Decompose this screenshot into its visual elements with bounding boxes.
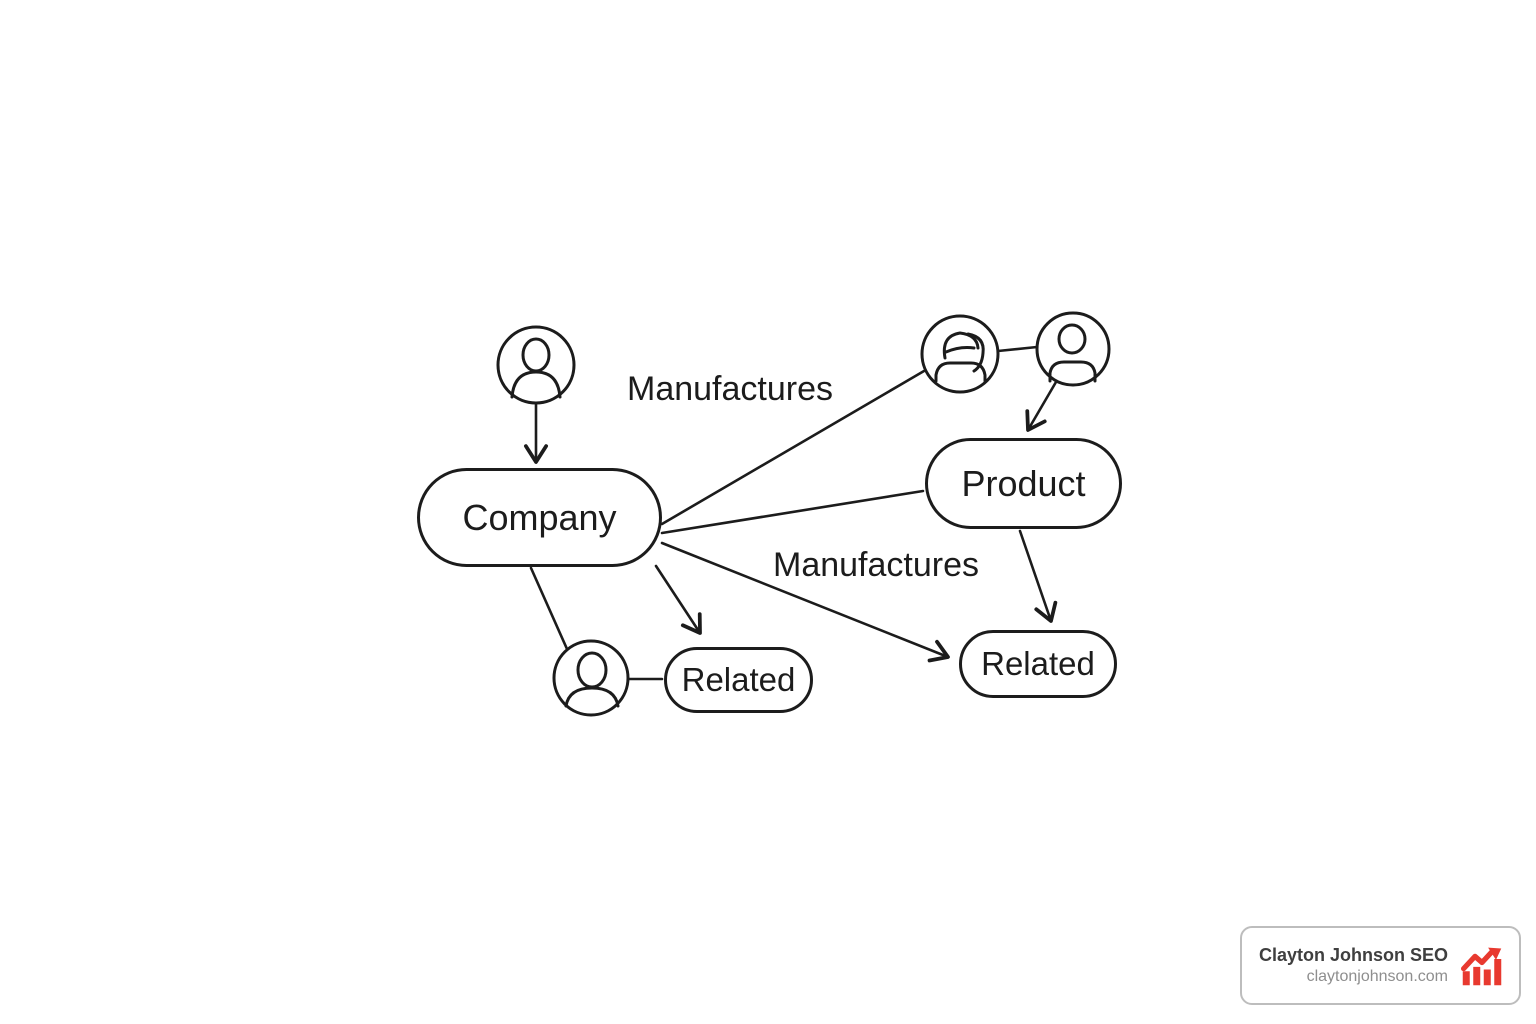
node-related-left: Related [664, 647, 813, 713]
trending-up-bars-icon [1461, 947, 1502, 985]
watermark-title: Clayton Johnson SEO [1258, 945, 1448, 966]
edge-label-manufactures-bottom: Manufactures [773, 545, 979, 584]
edge-person-to-product-arrow [1025, 380, 1058, 432]
edge-product-to-related-right-arrow [1018, 529, 1058, 623]
edge-company-to-headset-person [660, 369, 926, 526]
person-headset-icon [920, 314, 1000, 394]
node-related-left-label: Related [681, 661, 796, 698]
edge-label-manufactures-top: Manufactures [627, 369, 833, 408]
node-related-right: Related [959, 630, 1117, 698]
node-company: Company [417, 468, 662, 567]
watermark-text: Clayton Johnson SEO claytonjohnson.com [1259, 944, 1448, 987]
node-product-label: Product [961, 462, 1086, 504]
person-icon [552, 639, 630, 717]
edge-company-to-product [660, 489, 925, 535]
edges [524, 345, 1058, 681]
watermark-url: claytonjohnson.com [1306, 967, 1448, 985]
person-icon [1035, 311, 1111, 387]
edge-company-to-related-right-arrow [660, 541, 950, 663]
node-product: Product [925, 438, 1122, 529]
edge-company-to-related-left-arrow [654, 564, 702, 635]
edge-company-to-related-person [529, 566, 569, 651]
node-company-label: Company [462, 496, 617, 538]
person-icon [496, 325, 576, 405]
node-related-right-label: Related [981, 645, 1095, 682]
edge-headset-person-to-person [996, 345, 1039, 353]
watermark-badge: Clayton Johnson SEO claytonjohnson.com [1240, 926, 1521, 1005]
